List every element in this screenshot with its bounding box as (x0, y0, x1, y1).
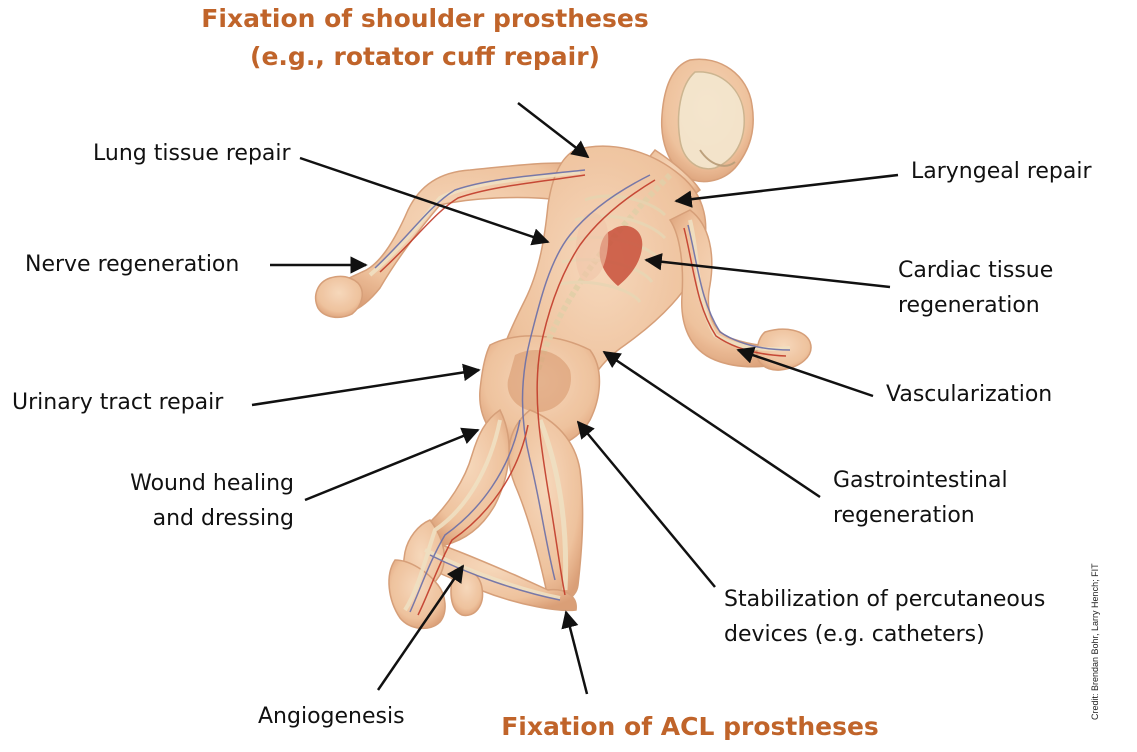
label-nerve-text: Nerve regeneration (25, 252, 240, 277)
top-title-line1: Fixation of shoulder prostheses (201, 4, 649, 33)
label-cardiac: Cardiac tissue regeneration (898, 253, 1053, 323)
arm-bone (368, 170, 581, 277)
arrow-vascularization (736, 346, 874, 398)
image-credit: Credit: Brendan Bohr, Larry Hench; FIT (1090, 563, 1100, 720)
heart (599, 225, 643, 286)
label-stabilization-line1: Stabilization of percutaneous (724, 587, 1046, 612)
artery (683, 227, 787, 357)
arrow-laryngeal (674, 173, 899, 208)
vein (429, 554, 561, 601)
vein (374, 169, 586, 269)
label-stabilization-line2: devices (e.g. catheters) (724, 622, 985, 647)
label-wound: Wound healing and dressing (112, 466, 294, 536)
artery (417, 424, 529, 616)
vein (409, 419, 521, 613)
arrow-shoulder (517, 102, 590, 159)
label-laryngeal: Laryngeal repair (911, 154, 1092, 189)
vessels (374, 169, 791, 616)
label-angiogenesis-text: Angiogenesis (258, 704, 405, 729)
label-cardiac-line2: regeneration (898, 293, 1040, 318)
label-stabilization: Stabilization of percutaneous devices (e… (724, 582, 1045, 652)
label-angiogenesis: Angiogenesis (258, 699, 405, 734)
bottom-title: Fixation of ACL prostheses (500, 708, 880, 746)
label-wound-line1: Wound healing (130, 471, 294, 496)
label-nerve: Nerve regeneration (25, 247, 239, 282)
label-gastro: Gastrointestinal regeneration (833, 463, 1008, 533)
label-vascularization-text: Vascularization (886, 382, 1053, 407)
label-lung-text: Lung tissue repair (93, 141, 291, 166)
jaw (699, 149, 736, 167)
label-urinary-text: Urinary tract repair (12, 390, 224, 415)
leg-bone (424, 548, 561, 600)
vein (687, 224, 791, 351)
arrow-gastro (602, 350, 821, 499)
label-lung: Lung tissue repair (93, 136, 291, 171)
vein (521, 174, 651, 581)
skull (677, 71, 745, 170)
intestines (507, 350, 571, 412)
arrow-stabilization (576, 420, 716, 588)
arrow-wound (304, 427, 480, 502)
artery (536, 179, 656, 596)
label-gastro-line1: Gastrointestinal (833, 468, 1008, 493)
leg-bone (403, 419, 502, 612)
label-cardiac-line1: Cardiac tissue (898, 258, 1054, 283)
left-hand (314, 275, 364, 319)
label-urinary: Urinary tract repair (12, 385, 223, 420)
arrow-cardiac (644, 253, 891, 289)
label-laryngeal-text: Laryngeal repair (911, 159, 1092, 184)
lung-left (575, 213, 609, 281)
label-wound-line2: and dressing (152, 506, 294, 531)
top-title-line2: (e.g., rotator cuff repair) (250, 42, 600, 71)
label-gastro-line2: regeneration (833, 503, 975, 528)
bottom-title-text: Fixation of ACL prostheses (501, 712, 879, 741)
artery (379, 174, 586, 273)
leg-bone (537, 419, 569, 591)
top-title: Fixation of shoulder prostheses (e.g., r… (190, 0, 660, 76)
arrow-acl (561, 610, 589, 695)
rib (559, 280, 642, 303)
arrows (251, 102, 899, 695)
label-vascularization: Vascularization (886, 377, 1052, 412)
organs (507, 213, 643, 412)
arrow-lung (299, 156, 550, 246)
arrow-urinary (251, 363, 481, 407)
arrow-angiogenesis (376, 564, 465, 691)
